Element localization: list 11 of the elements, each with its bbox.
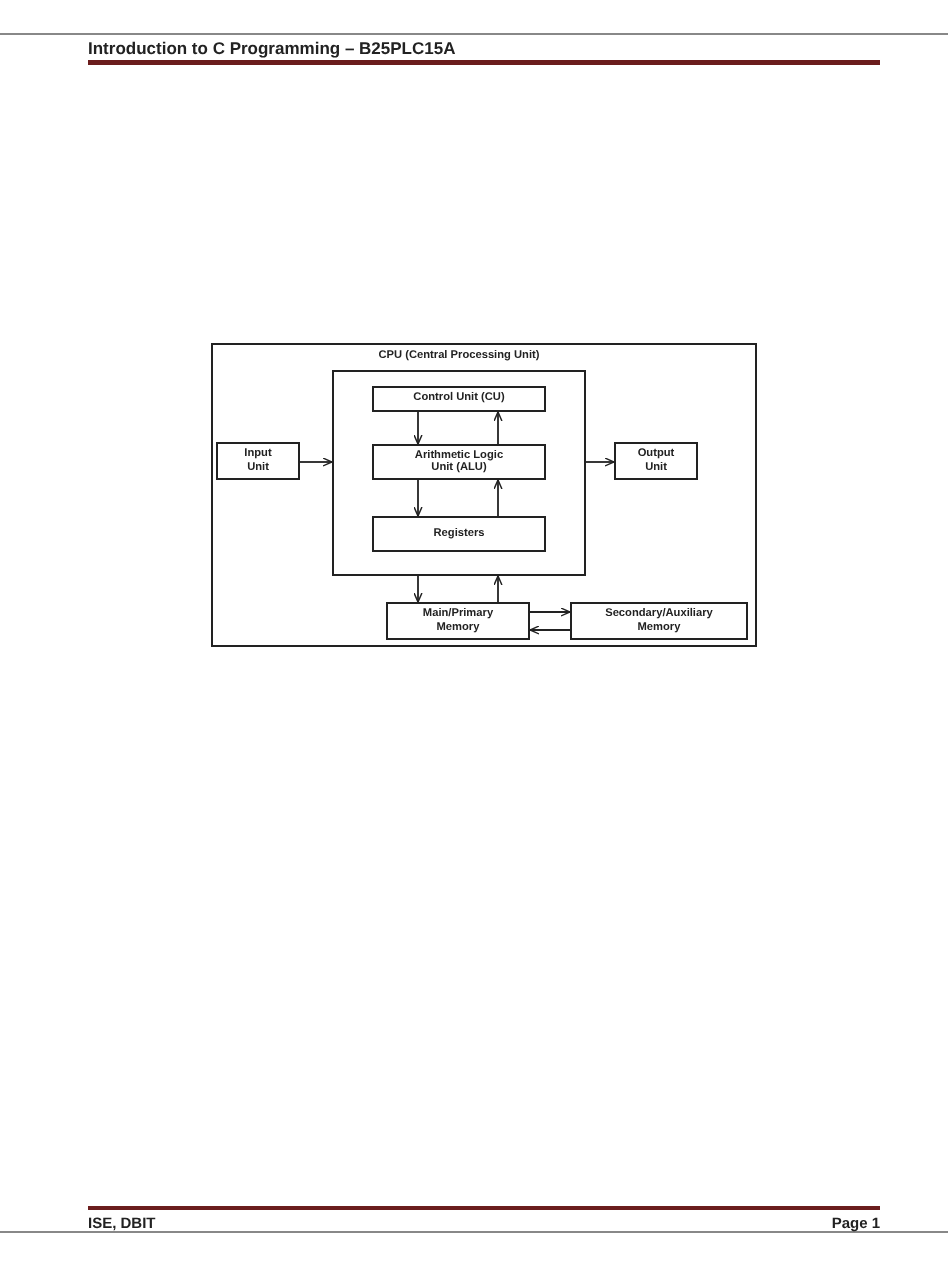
page-header: Introduction to C Programming – B25PLC15A: [88, 38, 456, 58]
arrow: [413, 411, 423, 445]
arrow: [413, 575, 423, 603]
arrow: [299, 457, 333, 467]
arrow: [585, 457, 615, 467]
arrow: [413, 479, 423, 517]
arrow: [529, 625, 571, 635]
arrow: [529, 607, 571, 617]
arrow: [493, 411, 503, 445]
arrow: [493, 575, 503, 603]
arrow: [493, 479, 503, 517]
